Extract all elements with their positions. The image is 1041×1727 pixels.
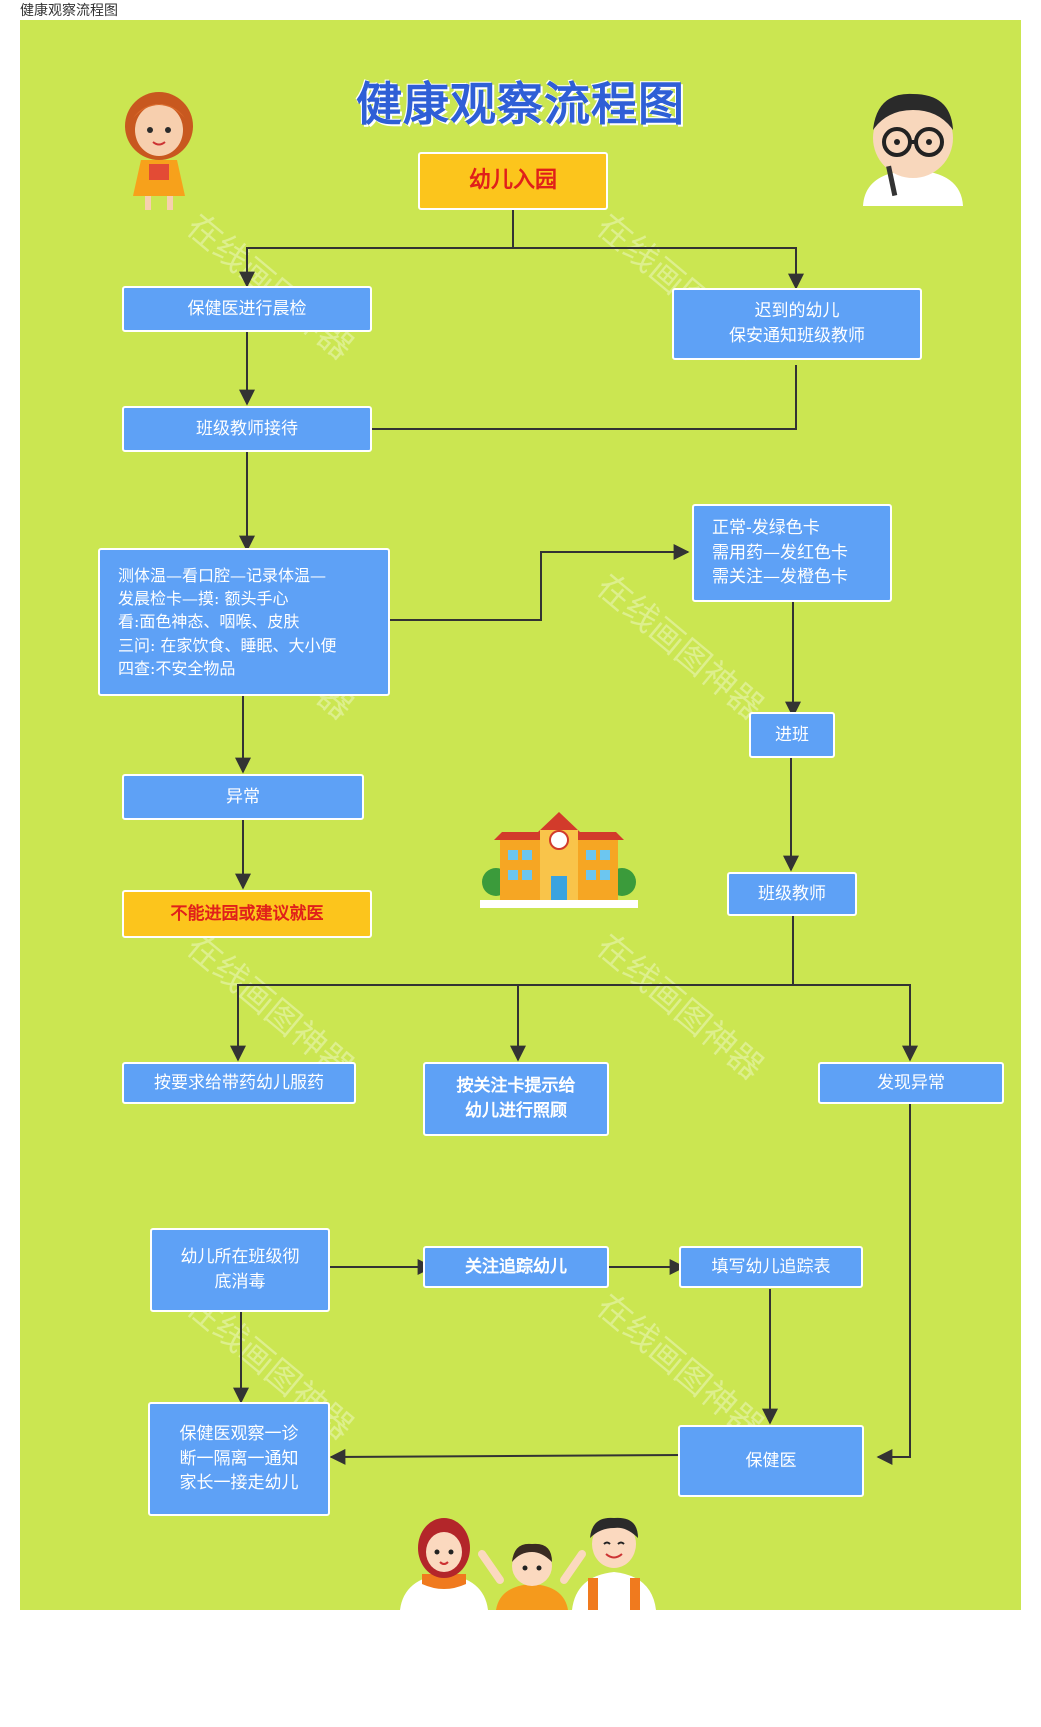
node-morning-check[interactable]: 保健医进行晨检	[122, 286, 372, 332]
connector	[513, 247, 804, 290]
node-teacher-reception[interactable]: 班级教师接待	[122, 406, 372, 452]
connector	[793, 984, 918, 1062]
node-track-child[interactable]: 关注追踪幼儿	[423, 1246, 609, 1288]
connector	[230, 913, 794, 1062]
node-card-care[interactable]: 按关注卡提示给 幼儿进行照顾	[423, 1062, 609, 1136]
node-entry[interactable]: 幼儿入园	[418, 152, 608, 210]
page-label: 健康观察流程图	[20, 3, 118, 19]
connector-layer	[230, 209, 918, 1465]
node-give-medicine[interactable]: 按要求给带药幼儿服药	[122, 1062, 356, 1104]
connector	[239, 209, 514, 288]
boy-illustration	[863, 93, 963, 206]
family-illustration	[400, 1517, 656, 1610]
node-disinfect[interactable]: 幼儿所在班级彻 底消毒	[150, 1228, 330, 1312]
node-go-to-class[interactable]: 进班	[749, 712, 835, 758]
connector	[329, 1448, 685, 1465]
connector	[876, 1100, 911, 1465]
node-health-checks[interactable]: 测体温—看口腔—记录体温— 发晨检卡—摸: 额头手心 看:面色神态、咽喉、皮肤 …	[98, 548, 390, 696]
flowchart-canvas: 在线画图神器 在线画图神器 在线画图神器 在线画图神器 在线画图神器 在线画图神…	[20, 20, 1021, 1610]
school-illustration	[480, 812, 638, 908]
node-track-form[interactable]: 填写幼儿追踪表	[679, 1246, 863, 1288]
node-color-cards[interactable]: 正常-发绿色卡 需用药—发红色卡 需关注—发橙色卡	[692, 504, 892, 602]
chart-title: 健康观察流程图	[356, 77, 685, 131]
node-class-teacher[interactable]: 班级教师	[727, 872, 857, 916]
node-find-abnormal[interactable]: 发现异常	[818, 1062, 1004, 1104]
node-doctor-action[interactable]: 保健医观察一诊 断一隔离一通知 家长一接走幼儿	[148, 1402, 330, 1516]
node-late-child[interactable]: 迟到的幼儿 保安通知班级教师	[672, 288, 922, 360]
connector	[354, 365, 797, 437]
node-no-entry[interactable]: 不能进园或建议就医	[122, 890, 372, 938]
girl-illustration	[125, 92, 193, 210]
node-doctor[interactable]: 保健医	[678, 1425, 864, 1497]
connector	[390, 544, 690, 621]
node-abnormal[interactable]: 异常	[122, 774, 364, 820]
